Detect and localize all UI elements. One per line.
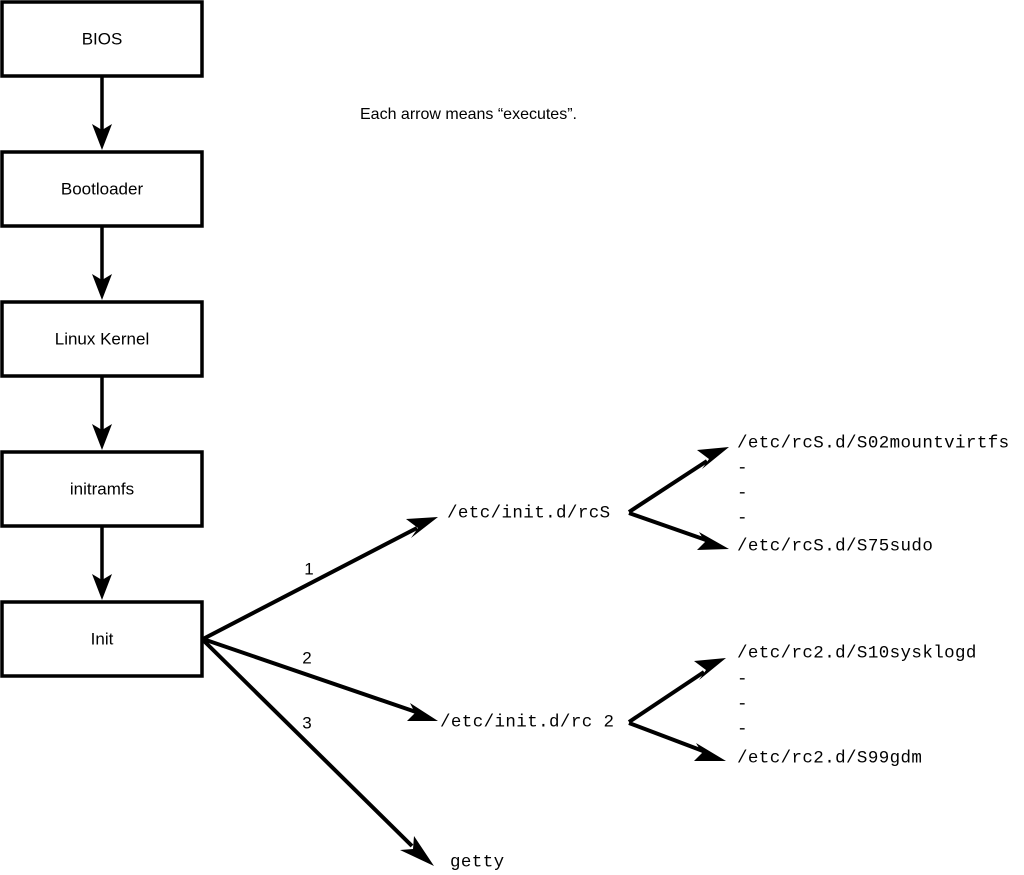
arrowhead-rc2-last: [694, 743, 726, 761]
diagram-caption: Each arrow means “executes”.: [360, 106, 577, 123]
edge-number-1: 1: [304, 559, 313, 578]
node-bios-label: BIOS: [82, 29, 123, 48]
node-init[interactable]: Init: [0, 600, 204, 678]
node-bootloader-label: Bootloader: [61, 179, 144, 198]
arrowhead-bootloader-kernel: [92, 274, 112, 300]
node-linux-kernel[interactable]: Linux Kernel: [0, 300, 204, 378]
rc2-ellipsis-dash-3: -: [737, 720, 748, 740]
arrow-rcs-to-first-script: [627, 447, 729, 514]
label-rc2-first-script[interactable]: /etc/rc2.d/S10sysklogd: [737, 644, 977, 664]
arrow-bootloader-to-kernel: [92, 226, 112, 300]
rcs-ellipsis-dash-2: -: [737, 484, 748, 504]
arrow-rc2-to-last-script: [628, 721, 726, 761]
arrow-rc2-to-first-script: [627, 658, 726, 724]
arrowhead-branch-2: [407, 703, 438, 721]
edge-number-2: 2: [302, 648, 311, 667]
edge-number-3: 3: [302, 713, 311, 732]
arrow-kernel-to-initramfs: [92, 376, 112, 450]
arrowhead-branch-1: [406, 517, 438, 538]
node-initramfs[interactable]: initramfs: [0, 450, 204, 528]
arrow-init-branch-3: [201, 638, 434, 866]
arrowhead-rcs-last: [697, 532, 729, 550]
rc2-ellipsis-dash-1: -: [737, 670, 748, 690]
arrowhead-kernel-initramfs: [92, 424, 112, 450]
arrow-init-branch-2: [202, 637, 438, 721]
node-linux-kernel-label: Linux Kernel: [55, 329, 150, 348]
arrow-rcs-to-last-script: [628, 511, 729, 550]
node-initramfs-label: initramfs: [70, 479, 134, 498]
arrowhead-rc2-first: [694, 658, 726, 680]
node-init-rect: [0, 600, 204, 678]
node-bios[interactable]: BIOS: [0, 0, 204, 78]
label-rcs-first-script[interactable]: /etc/rcS.d/S02mountvirtfs: [737, 434, 1010, 454]
label-getty[interactable]: getty: [450, 853, 505, 873]
node-initramfs-rect: [0, 450, 204, 528]
arrowhead-rcs-first: [697, 447, 729, 469]
label-init-d-rcs[interactable]: /etc/init.d/rcS: [447, 504, 611, 524]
arrow-initramfs-to-init: [92, 526, 112, 600]
arrowhead-bios-bootloader: [92, 124, 112, 150]
node-bios-rect: [0, 0, 204, 78]
arrowhead-initramfs-init: [92, 574, 112, 600]
arrow-bios-to-bootloader: [92, 76, 112, 150]
label-rcs-last-script[interactable]: /etc/rcS.d/S75sudo: [737, 537, 933, 557]
label-init-d-rc2[interactable]: /etc/init.d/rc 2: [440, 713, 614, 733]
label-rc2-last-script[interactable]: /etc/rc2.d/S99gdm: [737, 749, 922, 769]
node-bootloader-rect: [0, 150, 204, 228]
arrow-init-branch-1: [202, 517, 438, 641]
node-init-label: Init: [91, 629, 114, 648]
arrowhead-branch-3: [400, 836, 434, 866]
rcs-ellipsis-dash-1: -: [737, 459, 748, 479]
rc2-ellipsis-dash-2: -: [737, 695, 748, 715]
node-bootloader[interactable]: Bootloader: [0, 150, 204, 228]
rcs-ellipsis-dash-3: -: [737, 509, 748, 529]
